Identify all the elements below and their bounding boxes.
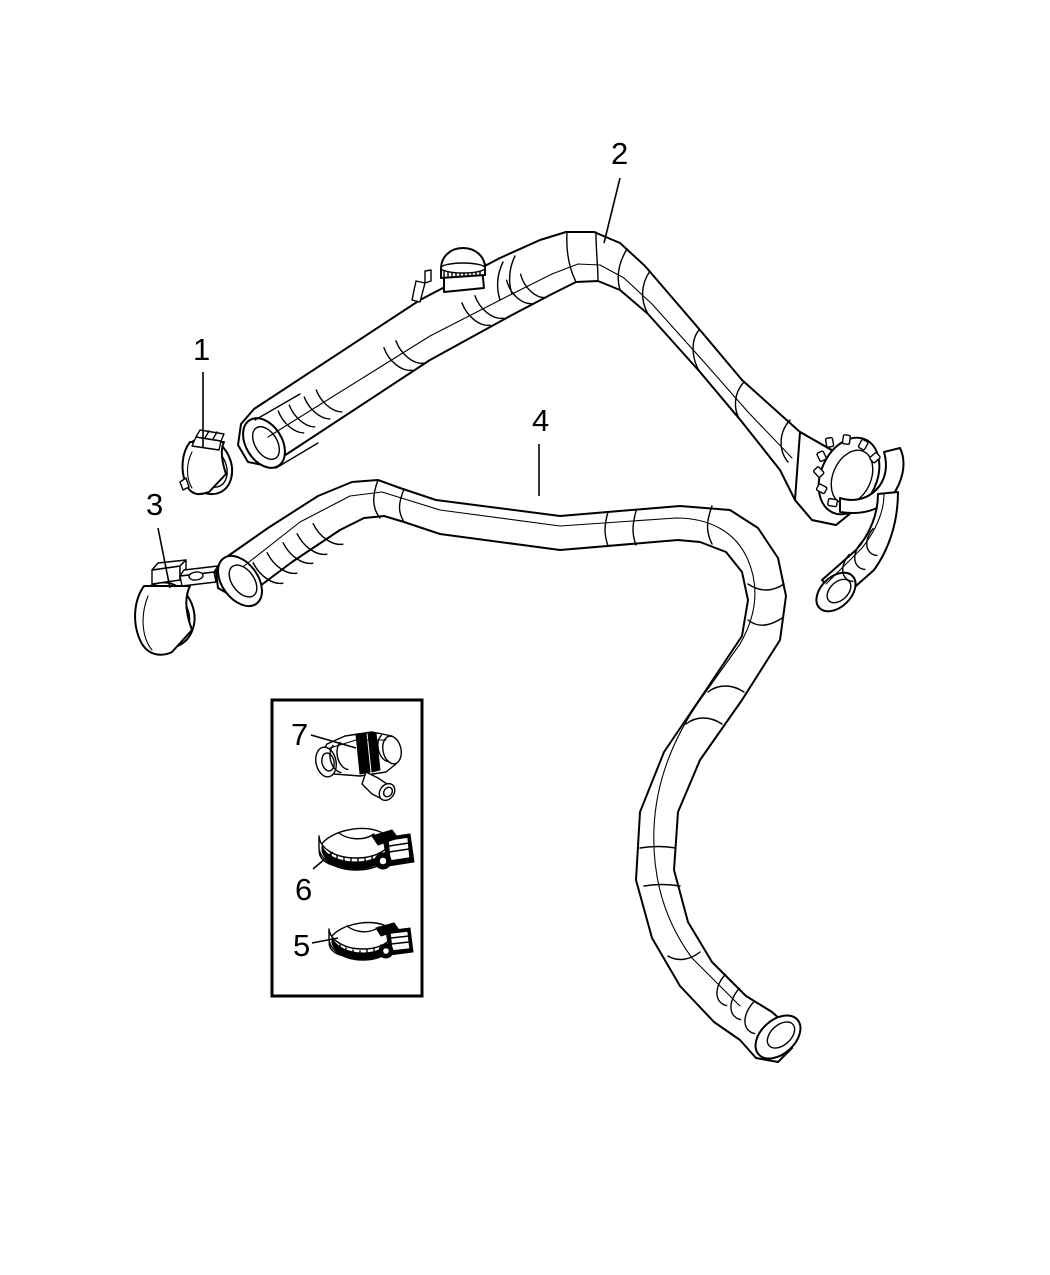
detail-box: [270, 698, 424, 998]
worm-clamp-small: [328, 921, 414, 961]
worm-clamp-large-slots: [330, 852, 380, 869]
upper-heater-hose: [237, 231, 905, 613]
lower-hose-right-end: [716, 973, 802, 1060]
hose-clamp-lower: [134, 559, 219, 656]
leader-2: [603, 177, 621, 244]
upper-hose-outlet-nozzle: [815, 447, 905, 613]
worm-clamp-large: [318, 827, 415, 871]
worm-clamp-large-housing-lines: [388, 842, 410, 853]
leader-7: [310, 734, 357, 749]
upper-hose-left-end: [242, 389, 343, 469]
callout-label-6: 6: [295, 872, 313, 907]
callout-label-3: 3: [146, 487, 164, 522]
upper-hose-retainer-band: [496, 255, 516, 301]
lower-heater-hose: [215, 479, 802, 1063]
callout-label-5: 5: [293, 928, 311, 963]
callout-leaders: [157, 177, 621, 944]
tee-connector: [315, 731, 402, 802]
callout-label-1: 1: [193, 332, 211, 367]
leader-5: [311, 937, 339, 944]
callout-label-2: 2: [611, 136, 629, 171]
worm-clamp-small-housing-lines: [390, 935, 410, 945]
lower-hose-left-end: [217, 523, 344, 608]
hose-clamp-upper: [179, 429, 234, 496]
callout-label-4: 4: [532, 403, 550, 438]
callout-label-7: 7: [291, 717, 309, 752]
leader-3: [157, 527, 171, 589]
bleed-valve-cap: [411, 247, 486, 303]
leader-6: [312, 851, 334, 870]
